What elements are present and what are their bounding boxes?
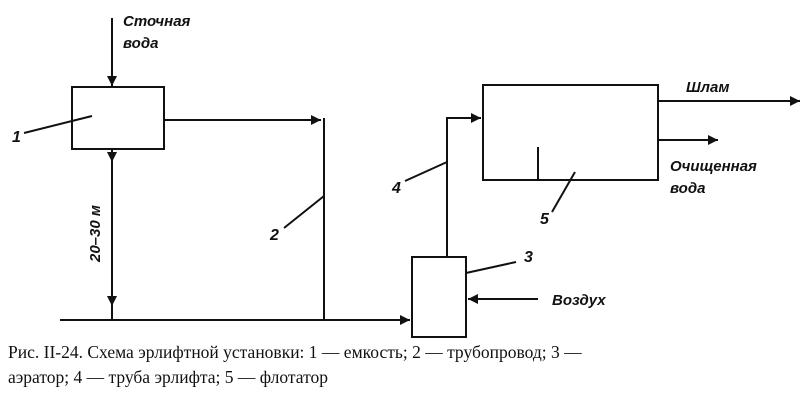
clean-water-label: Очищенная: [670, 158, 757, 175]
inflow-label-2: вода: [123, 35, 158, 52]
flotator-box: [482, 84, 659, 181]
caption-line-1: Рис. II-24. Схема эрлифтной установки: 1…: [8, 342, 582, 362]
callout-2: 2: [269, 227, 279, 244]
figure-caption: Рис. II-24. Схема эрлифтной установки: 1…: [8, 340, 800, 390]
callout-5: 5: [540, 211, 550, 228]
leader-2: [283, 195, 325, 229]
leader-4: [404, 161, 448, 182]
leader-1: [23, 115, 93, 134]
clean-water-label-2: вода: [670, 180, 705, 197]
callout-4: 4: [391, 180, 401, 197]
sludge-label: Шлам: [686, 79, 729, 96]
callout-3: 3: [524, 249, 533, 266]
callout-1: 1: [12, 129, 21, 146]
height-label: 20–30 м: [87, 205, 104, 263]
leader-5: [551, 171, 576, 213]
leader-3: [465, 261, 517, 274]
airlift-diagram: Сточная вода 20–30 м 1 2 3 4 5 Шлам Очищ…: [12, 13, 800, 338]
inflow-label: Сточная: [123, 13, 191, 30]
aerator-box: [411, 256, 467, 338]
air-label: Воздух: [552, 292, 606, 309]
tank-box: [71, 86, 165, 150]
airlift-pipe: [446, 113, 481, 257]
caption-line-2: аэратор; 4 — труба эрлифта; 5 — флотатор: [8, 367, 329, 387]
